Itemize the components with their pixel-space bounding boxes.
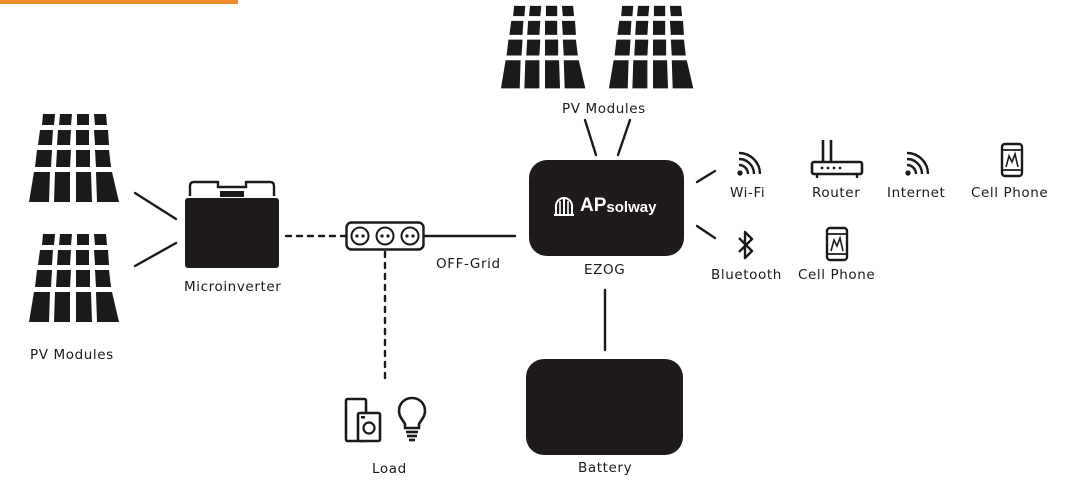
pv-panel-icon (28, 114, 124, 204)
ezog-device: AP solway (529, 160, 684, 256)
line-ezog-wifi (695, 169, 717, 184)
wifi-label: Wi-Fi (730, 185, 766, 201)
apsolway-logo-bold: AP (580, 195, 607, 216)
power-strip-icon (345, 221, 425, 251)
line-pv-ezog-b (616, 118, 632, 157)
battery-device (526, 359, 683, 455)
pv-panel-icon (28, 234, 124, 324)
off-grid-label: OFF-Grid (436, 256, 501, 272)
bluetooth-icon (736, 230, 756, 260)
appliance-icon (344, 397, 382, 443)
microinverter-label: Microinverter (184, 279, 282, 295)
cell-phone-bt-label: Cell Phone (798, 267, 876, 283)
accent-bar (0, 0, 238, 4)
line-pv1-micro (133, 191, 178, 221)
load-label: Load (372, 461, 407, 477)
cell-phone-wifi-label: Cell Phone (971, 185, 1049, 201)
cell-phone-icon (1000, 142, 1024, 178)
internet-label: Internet (887, 185, 946, 201)
apsolway-logo: AP solway (553, 195, 656, 217)
battery-label: Battery (578, 460, 633, 476)
apsolway-logo-icon (553, 195, 575, 217)
router-icon (810, 138, 864, 180)
line-pv2-micro (133, 241, 178, 268)
wifi-icon (736, 151, 762, 177)
microinverter-icon (184, 178, 280, 270)
line-pv-ezog-a (583, 118, 598, 157)
bluetooth-label: Bluetooth (711, 267, 782, 283)
wifi-icon (904, 151, 930, 177)
pv-panel-icon (500, 4, 590, 92)
pv-modules-top-label: PV Modules (562, 101, 646, 117)
line-ezog-bt (695, 224, 717, 240)
cell-phone-icon (825, 226, 849, 262)
pv-panel-icon (608, 4, 698, 92)
pv-modules-left-label: PV Modules (30, 347, 114, 363)
apsolway-logo-rest: solway (606, 198, 657, 216)
lightbulb-icon (396, 395, 428, 445)
ezog-label: EZOG (584, 262, 626, 278)
router-label: Router (812, 185, 861, 201)
